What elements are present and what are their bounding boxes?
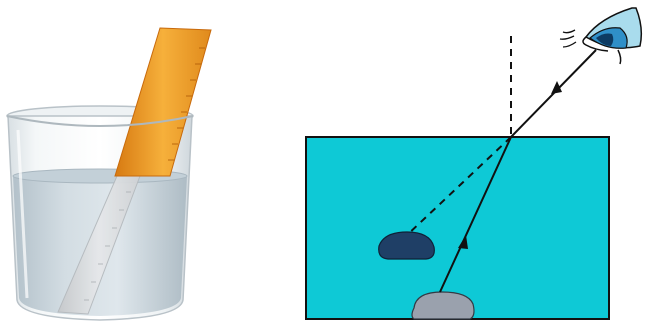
ray-in-water (439, 136, 512, 293)
beaker-highlight (16, 129, 29, 299)
apparent-ray (405, 136, 512, 237)
refraction-diagram (305, 7, 643, 320)
arrowhead-icon (551, 81, 562, 94)
ruler-submerged-ticks (84, 191, 131, 301)
beaker-rim-front (6, 115, 194, 127)
water-tank (305, 136, 610, 320)
eye-icon (559, 7, 643, 65)
ruler-above-water (114, 27, 212, 177)
ruler-ticks (168, 47, 205, 161)
beaker-illustration (6, 27, 212, 321)
real-stone (411, 291, 475, 320)
arrowhead-icon (458, 235, 468, 249)
image-stone (378, 231, 435, 260)
